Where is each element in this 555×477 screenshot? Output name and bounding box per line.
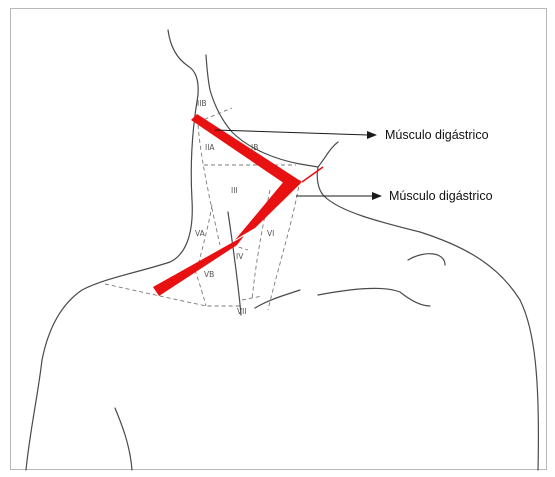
chin-left-contour bbox=[168, 30, 198, 95]
zone-label-vi: VI bbox=[267, 229, 274, 238]
callout-label-lower: Músculo digástrico bbox=[389, 189, 493, 203]
sternocleidomastoid-line bbox=[228, 212, 241, 315]
zone-label-iii: III bbox=[231, 186, 238, 195]
callout-label-upper: Músculo digástrico bbox=[385, 128, 489, 142]
clavicle-right bbox=[255, 290, 300, 308]
body-outline bbox=[26, 30, 538, 470]
callout-arrowhead-lower bbox=[372, 192, 382, 200]
zone-label-va: VA bbox=[195, 229, 206, 238]
digastric-anterior-belly bbox=[153, 236, 244, 296]
boundary-clavicular bbox=[105, 284, 240, 306]
zone-label-vb: VB bbox=[204, 270, 214, 279]
digastric-muscle bbox=[153, 114, 323, 296]
right-deltoid-contour bbox=[318, 254, 445, 306]
callout-arrow-upper bbox=[215, 130, 368, 135]
zone-label-iv: IV bbox=[236, 252, 244, 261]
callout-arrowhead-upper bbox=[367, 131, 377, 139]
zone-label-vii: VII bbox=[237, 307, 247, 316]
zone-label-iia: IIA bbox=[205, 143, 215, 152]
callouts: Músculo digástrico Músculo digástrico bbox=[215, 128, 493, 203]
neck-right-contour bbox=[317, 167, 538, 470]
left-arm-crease bbox=[115, 408, 132, 470]
zone-label-ib: IB bbox=[251, 143, 258, 152]
digastric-upper-edge bbox=[302, 167, 323, 182]
zone-label-iib: IIB bbox=[197, 99, 207, 108]
